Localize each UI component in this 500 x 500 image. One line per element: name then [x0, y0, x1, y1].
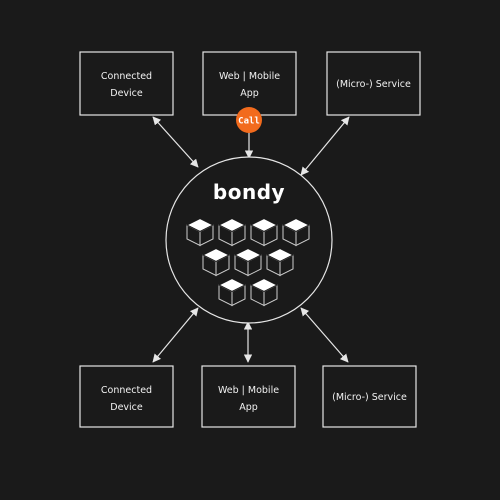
cube-icon — [217, 217, 247, 247]
cube-icon — [249, 277, 279, 307]
call-badge-label: Call — [238, 117, 260, 127]
call-badge: Call — [236, 107, 262, 133]
top-node-web-mobile-app: Web | Mobile App — [202, 51, 297, 116]
node-label-line1: (Micro-) Service — [332, 392, 407, 403]
top-node-micro-service: (Micro-) Service — [326, 51, 421, 116]
arrow-top-right — [300, 116, 350, 176]
bottom-node-micro-service: (Micro-) Service — [322, 365, 417, 428]
node-label-line1: Connected — [101, 71, 152, 82]
cube-icon — [185, 217, 215, 247]
bondy-logo: bondy — [213, 180, 285, 204]
node-label-line1: Connected — [101, 385, 152, 396]
bondy-hub: bondy — [165, 156, 333, 324]
cube-cluster — [185, 217, 311, 307]
cube-icon — [249, 217, 279, 247]
node-label-line2: App — [240, 88, 259, 99]
cube-icon — [281, 217, 311, 247]
node-label-line1: Web | Mobile — [219, 71, 280, 82]
arrow-bottom-right — [300, 307, 349, 363]
arrow-top-left — [152, 116, 199, 168]
node-label-line2: Device — [110, 402, 143, 413]
node-label-line1: Web | Mobile — [218, 385, 279, 396]
bottom-node-connected-device: Connected Device — [79, 365, 174, 428]
node-label-line2: Device — [110, 88, 143, 99]
bottom-node-web-mobile-app: Web | Mobile App — [201, 365, 296, 428]
top-node-connected-device: Connected Device — [79, 51, 174, 116]
cube-icon — [217, 277, 247, 307]
cube-icon — [201, 247, 231, 277]
node-label-line2: App — [239, 402, 258, 413]
cube-icon — [233, 247, 263, 277]
cube-icon — [265, 247, 295, 277]
node-label-line1: (Micro-) Service — [336, 79, 411, 90]
arrow-bottom-left — [152, 307, 199, 363]
